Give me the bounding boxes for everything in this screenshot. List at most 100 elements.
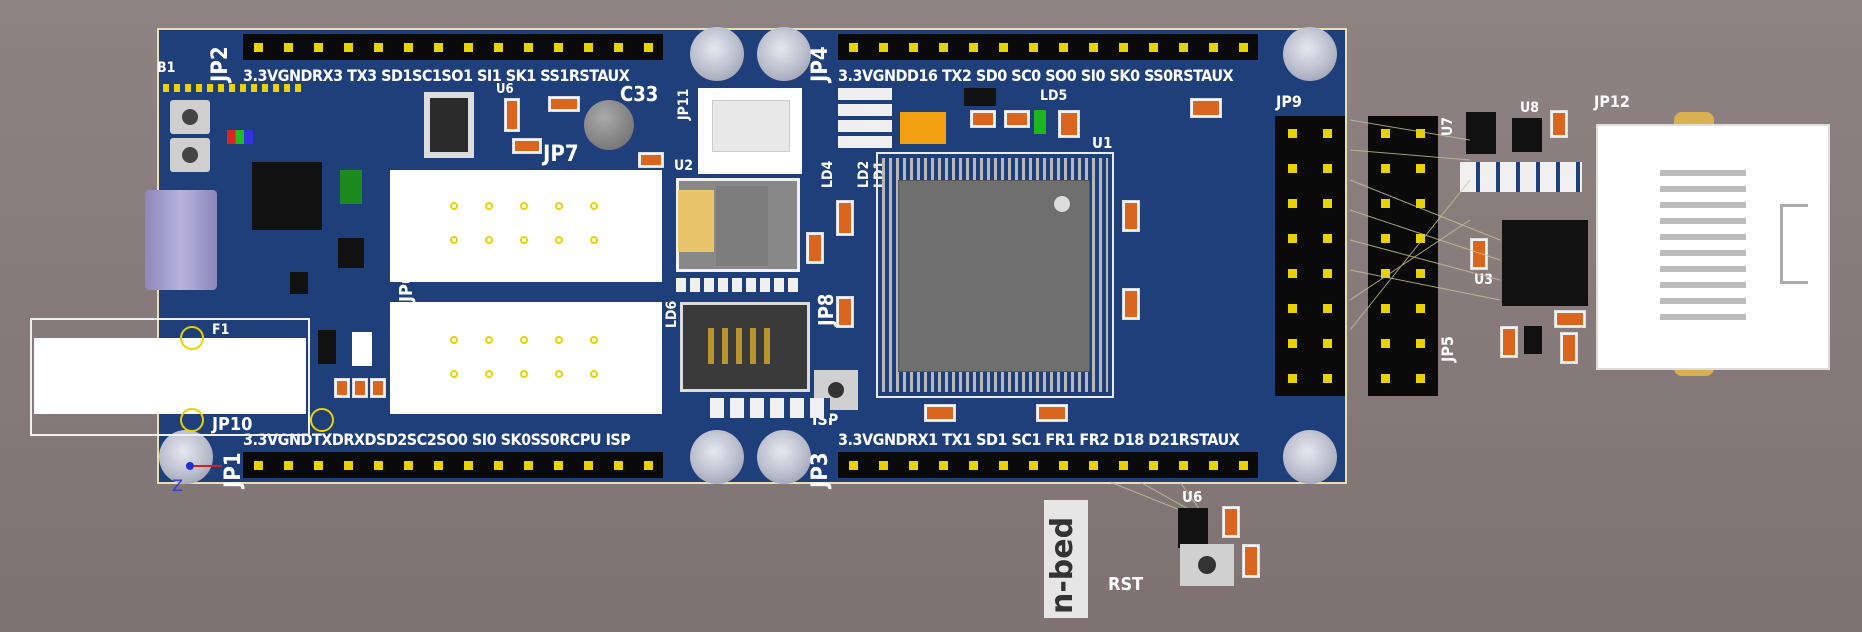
label-jp1: JP1: [221, 452, 246, 488]
sot-transistor: [338, 238, 364, 268]
led-rgb: [227, 130, 253, 144]
jumper-cap[interactable]: [352, 332, 372, 366]
mounting-hole-bottom-right: [1283, 430, 1337, 484]
smd-resistor: [1190, 98, 1222, 118]
smd-resistor: [836, 200, 854, 236]
pinrow-jp3: 3.3VGNDRX1 TX1 SD1 SC1 FR1 FR2 D18 D21RS…: [838, 430, 1240, 449]
green-crystal: [340, 170, 362, 204]
label-c33: C33: [620, 82, 659, 106]
mounting-hole-bottom-mid-left: [690, 430, 744, 484]
led-ld5: [1034, 110, 1046, 134]
smd-resistor: [352, 378, 368, 398]
smd-resistor: [548, 96, 580, 112]
smd-resistor: [1036, 404, 1068, 422]
label-jp4: JP4: [808, 46, 833, 82]
label-ld4: LD4: [820, 160, 836, 188]
label-ld6: LD6: [664, 300, 680, 328]
led-column: [838, 88, 892, 148]
mounting-hole-bottom-mid: [757, 430, 811, 484]
push-button-1-cap: [182, 109, 198, 125]
usb-b-connector[interactable]: [34, 338, 306, 414]
label-jp9: JP9: [1276, 92, 1302, 111]
header-jp4[interactable]: [838, 34, 1258, 60]
smd-resistor: [1222, 506, 1240, 538]
gold-pad: [180, 326, 204, 350]
smd-row-ethernet: [1460, 162, 1582, 192]
regulator-tab: [678, 190, 714, 252]
mcu-u1-outline: [876, 152, 1114, 398]
label-jp7: JP7: [543, 142, 579, 167]
header-jp3[interactable]: [838, 452, 1258, 478]
smd-resistor: [1470, 238, 1488, 270]
smd-resistor: [512, 138, 542, 154]
label-jp12: JP12: [1594, 92, 1630, 111]
origin-axis-x: [194, 465, 222, 467]
label-u1: U1: [1092, 134, 1113, 152]
label-u6-bottom: U6: [1182, 488, 1203, 506]
label-b1: B1: [157, 60, 176, 76]
smd-row-bottom: [710, 398, 830, 418]
mounting-hole-top-right: [1283, 27, 1337, 81]
jp7-pin-grid: [450, 202, 610, 244]
mounting-hole-top-left-inner: [690, 27, 744, 81]
header-jp2[interactable]: [243, 34, 663, 60]
smd-resistor: [504, 98, 520, 132]
smd-resistor: [638, 152, 664, 168]
ic-u7: [1466, 112, 1496, 154]
label-tag-text: n-bed: [1045, 516, 1080, 614]
header-jp1[interactable]: [243, 452, 663, 478]
sot-transistor-3: [1524, 326, 1542, 354]
axis-z-label: Z: [172, 476, 183, 495]
usb-micro-connector[interactable]: [145, 190, 217, 290]
smd-resistor: [1560, 332, 1578, 364]
smd-resistor: [370, 378, 386, 398]
smd-resistor: [1550, 110, 1568, 138]
ic-u8: [1512, 118, 1542, 152]
label-rst: RST: [1108, 574, 1144, 595]
ic-u6-bottom: [1178, 508, 1208, 548]
push-button-2-cap: [182, 147, 198, 163]
mcu-u1[interactable]: [898, 180, 1090, 372]
label-u8: U8: [1520, 100, 1539, 116]
label-jp2: JP2: [208, 46, 233, 82]
label-jp11: JP11: [676, 88, 692, 120]
label-jp10: JP10: [212, 414, 253, 435]
smd-resistor: [836, 296, 854, 328]
tact-switch-rst-cap: [1198, 556, 1216, 574]
pin1-marker: [1054, 196, 1070, 212]
mounting-hole-bottom-left: [159, 430, 213, 484]
mounting-hole-top-mid: [757, 27, 811, 81]
label-u2: U2: [674, 158, 693, 174]
label-jp6: JP6: [396, 272, 417, 302]
smd-resistor: [1500, 326, 1518, 358]
header-jp9-a[interactable]: [1275, 116, 1345, 396]
label-ld5: LD5: [1040, 88, 1068, 104]
label-jp3: JP3: [808, 452, 833, 488]
smd-resistor: [924, 404, 956, 422]
diode: [964, 88, 996, 106]
smd-resistor: [1554, 310, 1586, 328]
ratsnest-lines-bottom: [1109, 481, 1201, 511]
rj45-contacts: [1660, 170, 1746, 320]
label-u3: U3: [1474, 272, 1493, 288]
ic-usb-controller: [252, 162, 322, 230]
rj45-latch: [1780, 204, 1808, 284]
header-jp9-b[interactable]: [1368, 116, 1438, 396]
gold-pad: [180, 408, 204, 432]
label-tag-box: [1044, 500, 1088, 618]
connector-jp6[interactable]: [390, 302, 662, 414]
gold-pad: [310, 408, 334, 432]
smd-resistor: [1004, 110, 1030, 128]
smd-resistor: [1122, 288, 1140, 320]
tantalum-cap: [900, 112, 946, 144]
connector-jp11-inner: [712, 100, 790, 152]
jp6-pin-grid: [450, 336, 610, 378]
smd-resistor: [1242, 544, 1260, 578]
smd-resistor: [1058, 110, 1080, 138]
led-row-ld6: [676, 278, 800, 292]
connector-jp7[interactable]: [390, 170, 662, 282]
label-f1: F1: [212, 322, 230, 338]
regulator-body: [716, 186, 768, 266]
pinrow-jp1: 3.3VGNDTXDRXDSD2SC2SO0 SI0 SK0SS0RCPU IS…: [243, 430, 631, 449]
ic-u3[interactable]: [1502, 220, 1588, 306]
